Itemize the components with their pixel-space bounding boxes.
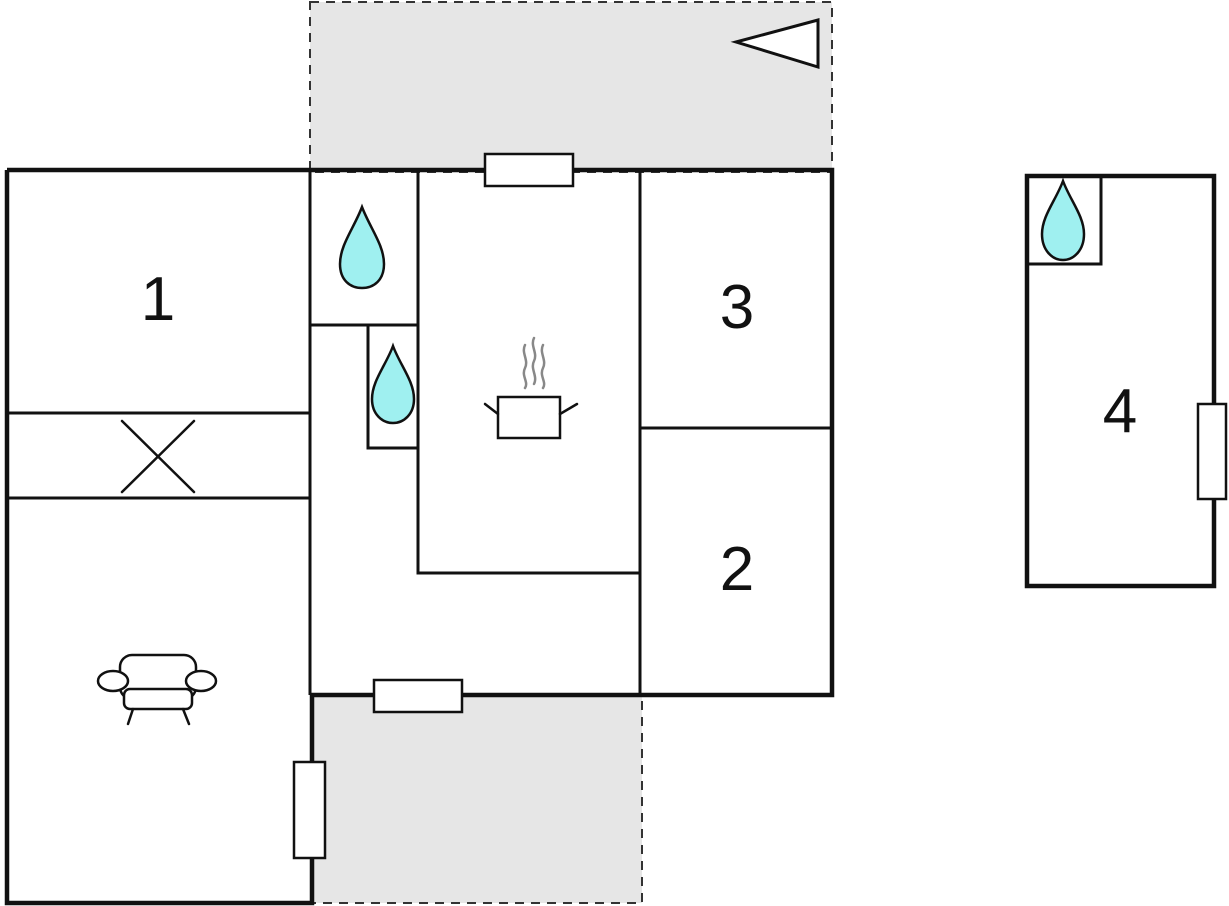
armchair-icon [96,653,218,726]
room-3-label: 3 [720,273,754,342]
door-south [372,678,464,714]
terrace-north [309,1,833,173]
annex-outline [1024,173,1217,589]
main-house-outline [4,167,835,906]
kitchen [416,170,642,575]
room-4-label: 4 [1103,377,1137,446]
water-drop-icon [370,342,416,425]
annex-bathroom [1025,174,1103,266]
terrace-south [311,694,643,904]
door-north [483,152,575,188]
cross-mark-icon-line [120,419,196,494]
door-west [292,760,327,860]
north-arrow-icon [730,18,820,70]
cooking-pot-icon [483,336,579,440]
room-2-label: 2 [720,535,754,604]
room-1-label: 1 [141,265,175,334]
annex-door [1196,402,1228,501]
water-drop-icon [338,203,386,290]
water-drop-icon [1040,177,1086,262]
